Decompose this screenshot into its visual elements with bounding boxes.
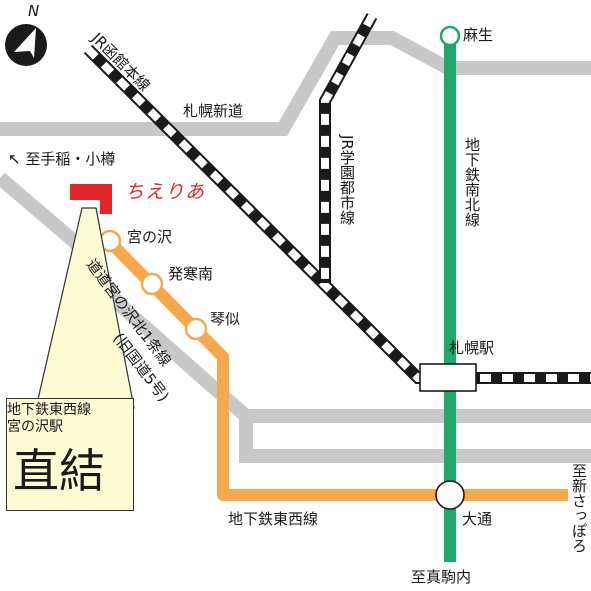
road-south — [239, 416, 591, 463]
nanboku-line-label: 地下鉄南北線 — [463, 137, 481, 227]
jr-hakodate-line — [83, 44, 591, 384]
direct-connection-callout: 地下鉄東西線 宮の沢駅 直結 — [6, 398, 134, 511]
odori-station-label: 大通 — [462, 510, 493, 528]
hassamu-minami-station-marker — [140, 272, 164, 296]
odori-station-marker — [435, 480, 465, 510]
sapporo-station-box — [419, 363, 477, 392]
road-dodo-miyanosawa — [0, 172, 591, 423]
jr-gakuen-toshi-line — [319, 13, 378, 283]
compass-icon — [5, 24, 47, 66]
tozai-line — [102, 234, 568, 501]
chieria-building-icon — [70, 184, 112, 214]
to-shin-sapporo-label: 至新さっぽろ — [570, 463, 588, 553]
asabu-station-label: 麻生 — [463, 26, 494, 44]
to-makomanai-label: 至真駒内 — [411, 568, 472, 586]
chieria-logo: ちえりあ — [125, 181, 206, 203]
kotoni-station-marker — [184, 317, 208, 341]
jr-gakuen-line-label: JR学園都市線 — [338, 135, 356, 225]
road-label-sapporo-shindo: 札幌新道 — [183, 102, 244, 120]
callout-direct-connection: 直結 — [13, 444, 105, 498]
to-teine-otaru-label: ↖ 至手稲・小樽 — [8, 151, 115, 168]
hassamu-minami-station-label: 発寒南 — [168, 265, 214, 283]
asabu-station-marker — [439, 25, 461, 47]
compass-north-label: N — [28, 2, 40, 20]
tozai-line-label: 地下鉄東西線 — [228, 510, 319, 528]
callout-line-name: 地下鉄東西線 — [7, 402, 91, 418]
arrow-up-left-icon: ↖ — [8, 150, 21, 168]
miyanosawa-station-label: 宮の沢 — [127, 228, 173, 246]
callout-station-name: 宮の沢駅 — [7, 419, 63, 435]
to-teine-otaru-text: 至手稲・小樽 — [25, 150, 116, 168]
sapporo-station-label: 札幌駅 — [449, 339, 495, 357]
kotoni-station-label: 琴似 — [210, 310, 241, 328]
